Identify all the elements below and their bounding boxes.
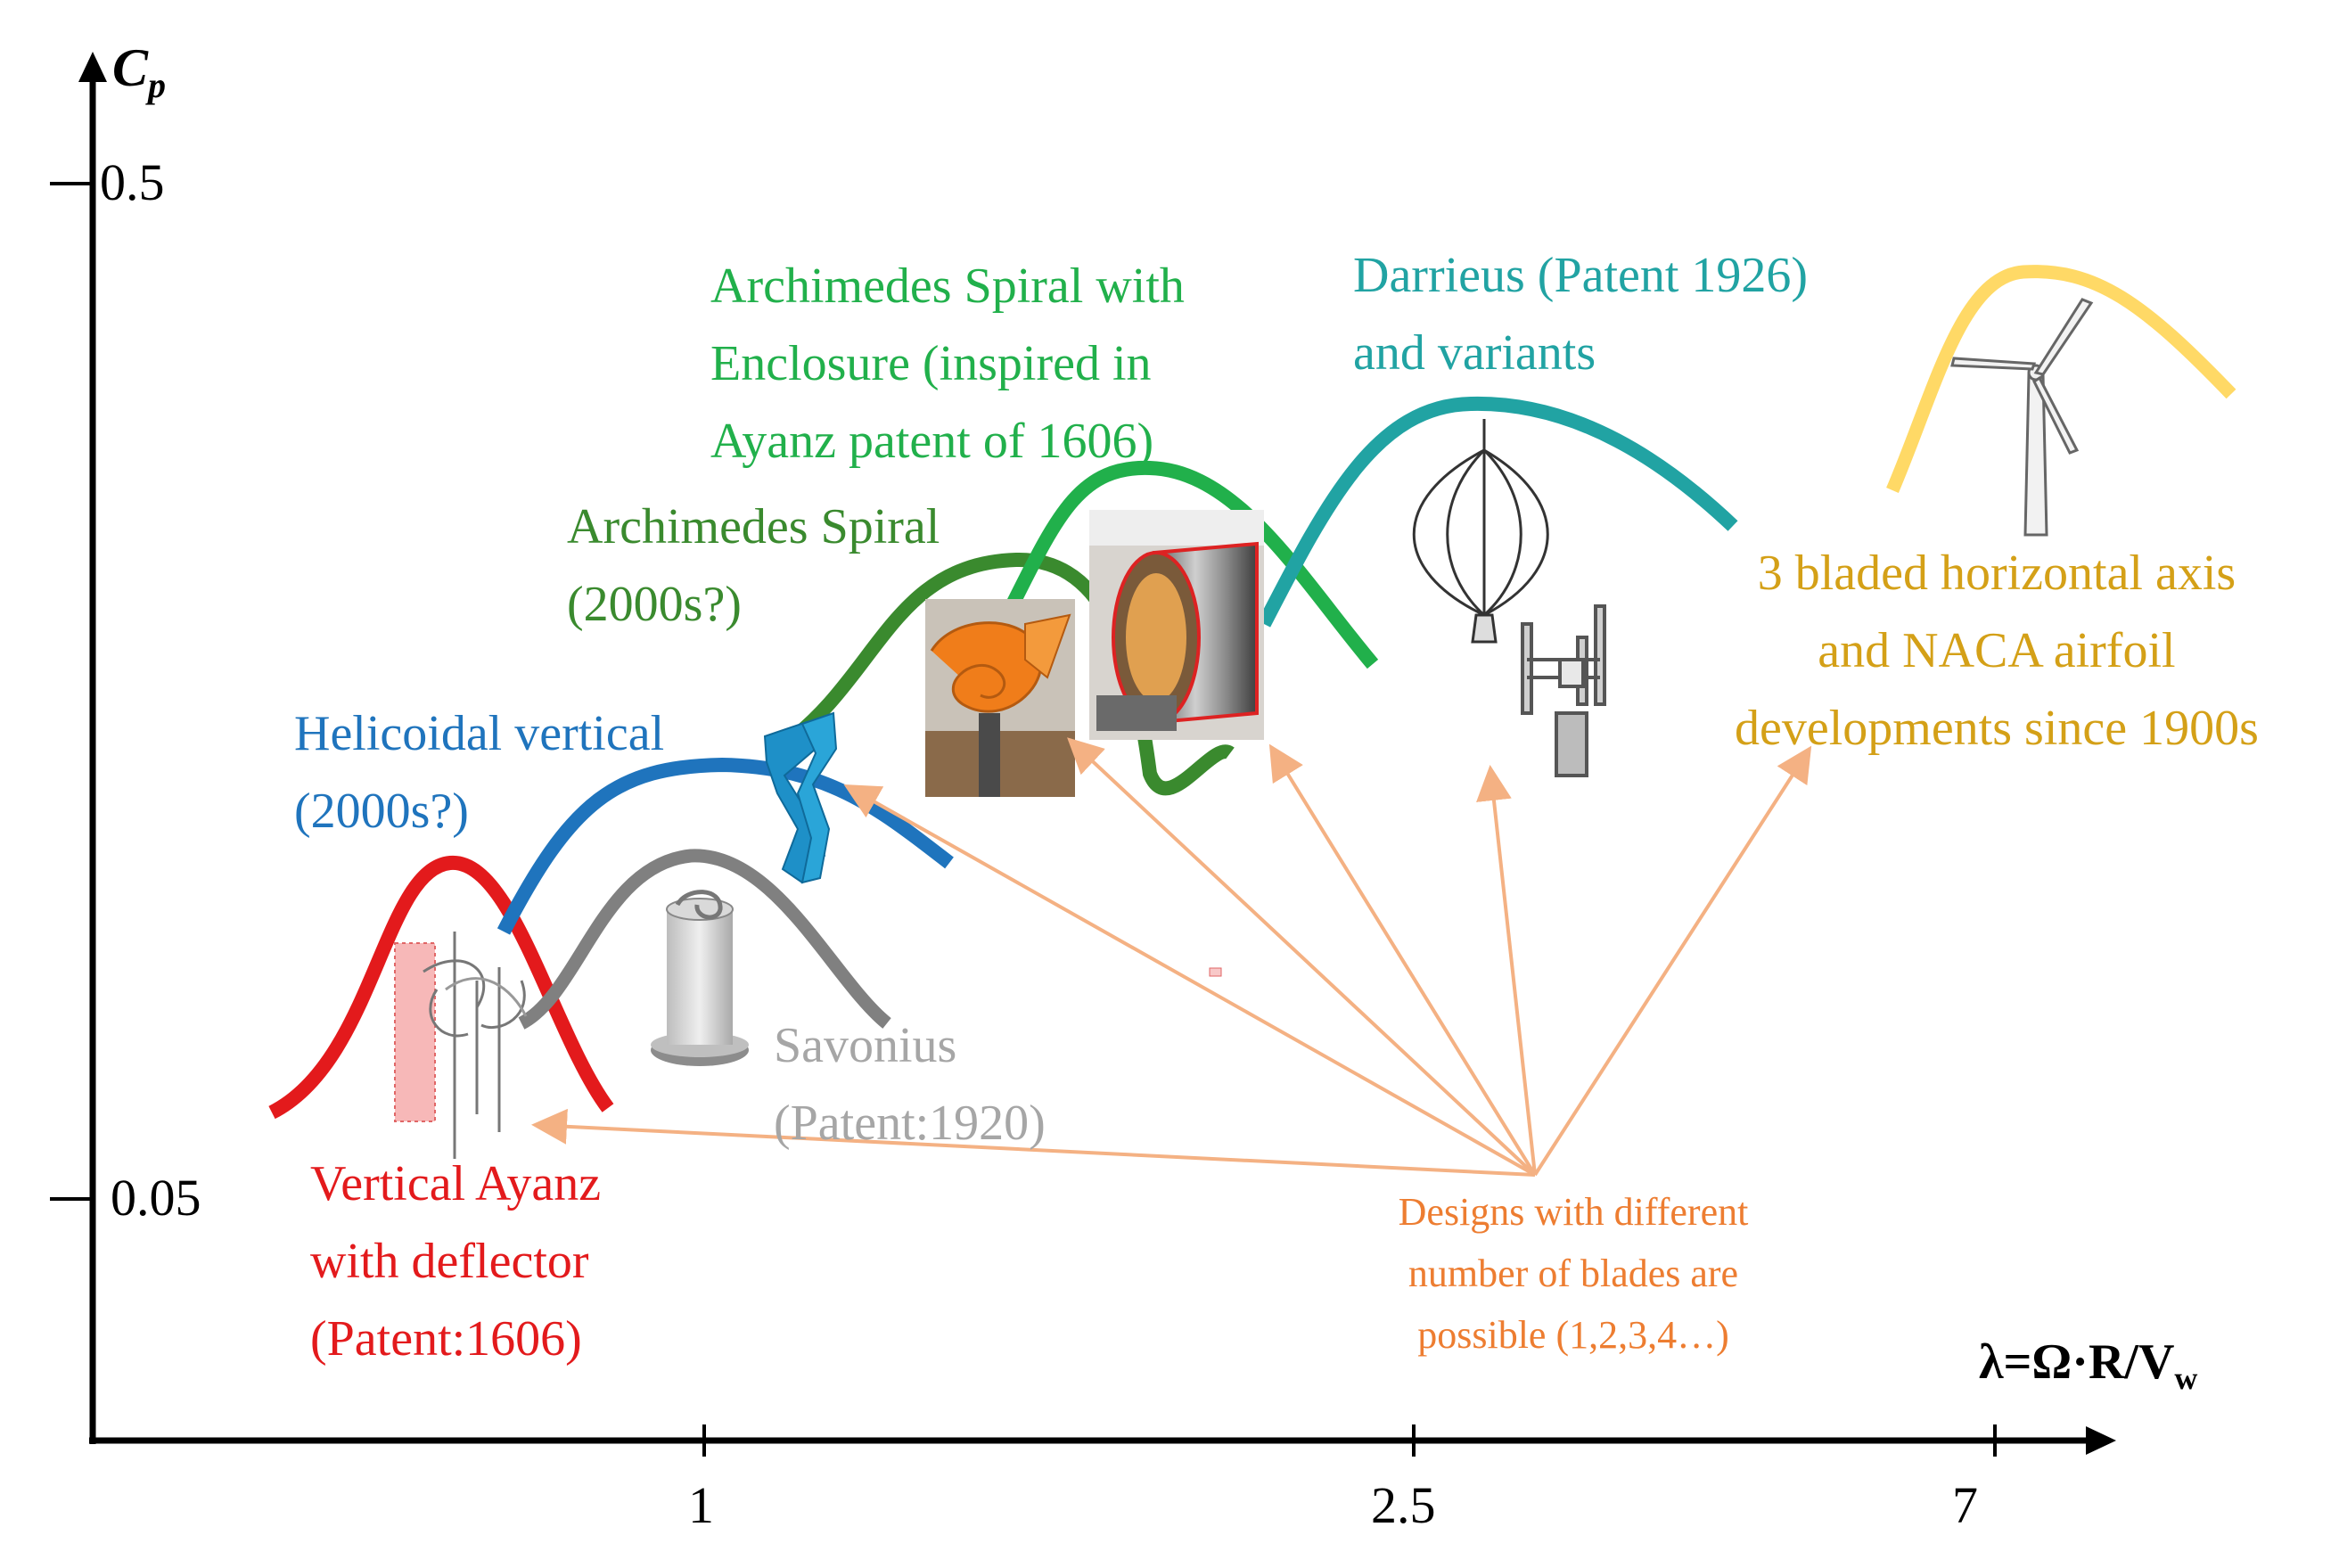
label-line: (2000s?) [294,784,469,839]
label-horizontal-axis: 3 bladed horizontal axis and NACA airfoi… [1735,535,2259,768]
darrieus-turbine-icon [1412,419,1549,644]
label-line: 3 bladed horizontal axis [1757,546,2236,601]
label-line: (2000s?) [567,577,742,632]
label-archimedes-spiral: Archimedes Spiral (2000s?) [567,488,940,644]
label-helicoidal: Helicoidal vertical (2000s?) [294,695,664,850]
arrow-to-helicoidal [843,784,1536,1177]
label-line: Helicoidal vertical [294,706,665,761]
label-line: Archimedes Spiral [567,499,940,554]
archimedes-spiral-photo-icon [925,599,1075,797]
arrow-to-horizontal [1533,745,1812,1177]
x-tick-label-1: 1 [688,1476,714,1534]
x-tick-label-7: 7 [1952,1476,1978,1534]
arrow-to-enclosure [1268,743,1537,1177]
label-line: Darrieus (Patent 1926) [1353,248,1809,303]
curve-savonius [518,849,891,1030]
label-darrieus: Darrieus (Patent 1926) and variants [1353,237,1808,392]
y-tick-label-0.5: 0.5 [100,153,165,211]
label-line: (Patent:1606) [310,1311,582,1367]
curve-darrieus [1257,396,1738,628]
label-savonius: Savonius (Patent:1920) [774,1007,1046,1162]
note-arrows [531,737,1812,1177]
small-marker [1209,967,1222,977]
x-axis-title-sub: w [2174,1360,2198,1397]
y-axis-title-main: C [112,38,149,97]
note-line: number of blades are [1408,1252,1739,1295]
curve-horizontal [1886,265,2236,493]
y-axis-arrowhead [78,52,107,82]
label-line: Archimedes Spiral with [710,259,1185,314]
savonius-turbine-icon [651,890,749,1066]
blades-note: Designs with different number of blades … [1364,1181,1783,1366]
arrow-to-darrieus [1476,765,1537,1176]
axes [50,52,2116,1457]
y-axis-title-sub: p [148,65,167,105]
x-tick-label-2.5: 2.5 [1371,1476,1436,1534]
curve-archimedes-enclosure [1000,460,1379,669]
label-line: with deflector [310,1234,589,1289]
archimedes-enclosure-photo-icon [1089,510,1264,740]
label-line: Enclosure (inspired in [710,336,1152,391]
x-axis-title-main: λ=Ω·R/V [1979,1334,2175,1390]
helicoidal-turbine-icon [763,711,838,884]
y-tick-label-0.05: 0.05 [111,1169,201,1227]
ayanz-turbine-icon [394,932,528,1159]
arrow-to-ayanz [531,1108,1536,1177]
label-line: Ayanz patent of 1606) [710,414,1154,469]
label-line: Savonius [774,1018,957,1073]
label-line: and NACA airfoil [1818,623,2176,678]
label-line: (Patent:1920) [774,1096,1046,1151]
label-line: and variants [1353,325,1596,381]
x-axis-arrowhead [2086,1426,2116,1455]
x-axis-title: λ=Ω·R/Vw [1979,1337,2197,1394]
label-line: developments since 1900s [1735,701,2259,756]
curve-helicoidal [497,757,954,935]
curve-ayanz [268,855,614,1120]
label-archimedes-enclosure: Archimedes Spiral with Enclosure (inspir… [710,248,1185,480]
note-line: Designs with different [1398,1190,1749,1234]
y-axis-title: Cp [112,41,166,103]
horizontal-axis-turbine-icon [1950,298,2094,537]
note-line: possible (1,2,3,4…) [1417,1313,1729,1357]
h-rotor-turbine-icon [1521,604,1606,777]
label-line: Vertical Ayanz [310,1156,602,1211]
label-vertical-ayanz: Vertical Ayanz with deflector (Patent:16… [310,1145,601,1378]
arrow-to-archimedes [1067,737,1537,1177]
